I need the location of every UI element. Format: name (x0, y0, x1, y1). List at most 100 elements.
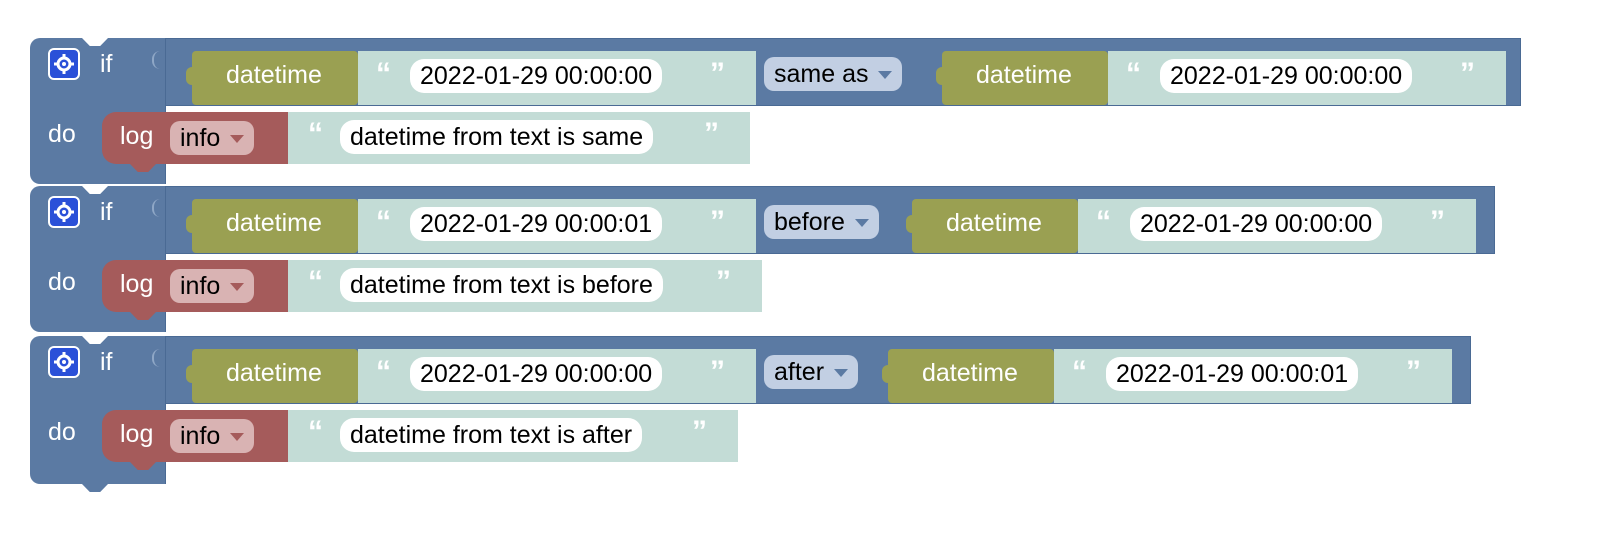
log-level-dropdown[interactable]: info (170, 121, 255, 155)
datetime-label: datetime (946, 209, 1042, 237)
if-keyword: if (100, 50, 113, 78)
if-keyword: if (100, 348, 113, 376)
close-quote: ” (692, 415, 707, 448)
text-block[interactable]: “ 2022-01-29 00:00:01 ” (1054, 349, 1452, 403)
datetime-block[interactable]: datetime (882, 349, 1054, 403)
open-quote: “ (308, 117, 323, 150)
open-quote: “ (308, 265, 323, 298)
block-notch (130, 312, 156, 320)
text-block[interactable]: “ 2022-01-29 00:00:00 ” (358, 51, 756, 105)
gear-icon[interactable] (48, 196, 80, 228)
close-quote: ” (1430, 205, 1445, 238)
close-quote: ” (710, 355, 725, 388)
datetime-block[interactable]: datetime (936, 51, 1108, 105)
text-field[interactable]: 2022-01-29 00:00:01 (410, 207, 663, 241)
log-level-dropdown[interactable]: info (170, 269, 255, 303)
operator-label: before (774, 208, 845, 236)
datetime-block[interactable]: datetime (186, 199, 358, 253)
close-quote: ” (710, 57, 725, 90)
do-keyword: do (48, 120, 76, 148)
puzzle-tab (882, 365, 890, 383)
block-notch (82, 336, 108, 344)
text-field[interactable]: 2022-01-29 00:00:00 (410, 59, 663, 93)
message-field[interactable]: datetime from text is same (340, 120, 654, 154)
block-notch (82, 484, 108, 492)
text-field[interactable]: 2022-01-29 00:00:00 (1130, 207, 1383, 241)
if-condition-row-2: datetime “ 2022-01-29 00:00:01 ” before … (152, 186, 1495, 254)
log-label: log (120, 420, 154, 448)
block-notch (82, 38, 108, 46)
socket (152, 349, 164, 367)
puzzle-tab (186, 365, 194, 383)
log-level-label: info (180, 272, 221, 300)
text-block[interactable]: “ 2022-01-29 00:00:00 ” (358, 349, 756, 403)
gear-icon[interactable] (48, 48, 80, 80)
chevron-down-icon (230, 283, 245, 291)
open-quote: “ (1096, 205, 1111, 238)
block-notch (130, 164, 156, 172)
datetime-block[interactable]: datetime (186, 349, 358, 403)
message-field[interactable]: datetime from text is after (340, 418, 643, 452)
if-condition-row-3: datetime “ 2022-01-29 00:00:00 ” after d… (152, 336, 1471, 404)
log-block[interactable]: log info (102, 260, 288, 320)
log-block[interactable]: log info (102, 112, 288, 172)
open-quote: “ (376, 57, 391, 90)
message-text-block[interactable]: “ datetime from text is same ” (288, 112, 750, 164)
if-block-1[interactable]: if do (30, 38, 166, 184)
text-field[interactable]: 2022-01-29 00:00:01 (1106, 357, 1359, 391)
datetime-label: datetime (226, 61, 322, 89)
chevron-down-icon (230, 135, 245, 143)
operator-dropdown[interactable]: before (764, 205, 879, 239)
chevron-down-icon (834, 369, 849, 377)
if-condition-row-1: datetime “ 2022-01-29 00:00:00 ” same as… (152, 38, 1521, 106)
text-block[interactable]: “ 2022-01-29 00:00:00 ” (1078, 199, 1476, 253)
operator-label: after (774, 358, 825, 386)
open-quote: “ (308, 415, 323, 448)
log-level-dropdown[interactable]: info (170, 419, 255, 453)
do-keyword: do (48, 268, 76, 296)
datetime-label: datetime (922, 359, 1018, 387)
socket (152, 199, 164, 217)
close-quote: ” (1460, 57, 1475, 90)
message-text-block[interactable]: “ datetime from text is after ” (288, 410, 738, 462)
log-level-label: info (180, 422, 221, 450)
open-quote: “ (376, 355, 391, 388)
datetime-label: datetime (226, 359, 322, 387)
datetime-block[interactable]: datetime (906, 199, 1078, 253)
open-quote: “ (1072, 355, 1087, 388)
text-block[interactable]: “ 2022-01-29 00:00:01 ” (358, 199, 756, 253)
chevron-down-icon (230, 433, 245, 441)
close-quote: ” (710, 205, 725, 238)
puzzle-tab (186, 67, 194, 85)
datetime-label: datetime (976, 61, 1072, 89)
text-field[interactable]: 2022-01-29 00:00:00 (410, 357, 663, 391)
socket (152, 51, 164, 69)
block-notch (130, 462, 156, 470)
open-quote: “ (1126, 57, 1141, 90)
operator-label: same as (774, 60, 869, 88)
chevron-down-icon (878, 71, 893, 79)
log-level-label: info (180, 124, 221, 152)
puzzle-tab (186, 215, 194, 233)
datetime-block[interactable]: datetime (186, 51, 358, 105)
puzzle-tab (936, 67, 944, 85)
do-keyword: do (48, 418, 76, 446)
message-field[interactable]: datetime from text is before (340, 268, 663, 302)
log-block[interactable]: log info (102, 410, 288, 470)
gear-icon[interactable] (48, 346, 80, 378)
close-quote: ” (716, 265, 731, 298)
log-label: log (120, 270, 154, 298)
operator-dropdown[interactable]: after (764, 355, 859, 389)
block-notch (82, 186, 108, 194)
message-text-block[interactable]: “ datetime from text is before ” (288, 260, 762, 312)
datetime-label: datetime (226, 209, 322, 237)
if-keyword: if (100, 198, 113, 226)
puzzle-tab (906, 215, 914, 233)
open-quote: “ (376, 205, 391, 238)
close-quote: ” (704, 117, 719, 150)
text-block[interactable]: “ 2022-01-29 00:00:00 ” (1108, 51, 1506, 105)
log-label: log (120, 122, 154, 150)
operator-dropdown[interactable]: same as (764, 57, 903, 91)
chevron-down-icon (854, 219, 869, 227)
text-field[interactable]: 2022-01-29 00:00:00 (1160, 59, 1413, 93)
